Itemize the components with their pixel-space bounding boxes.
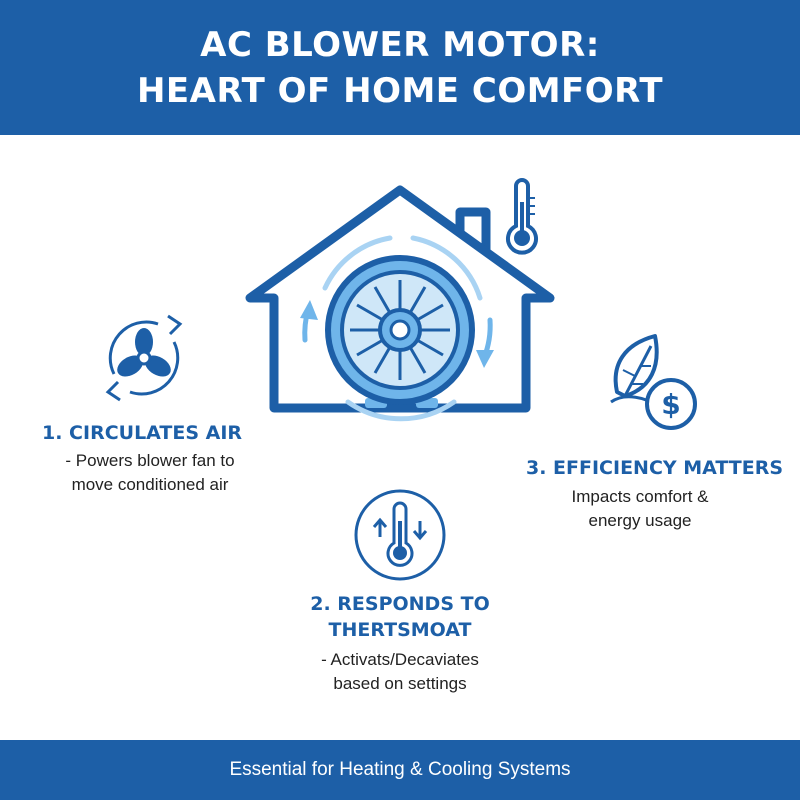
feature-2-heading-line-2: THERTSMOAT: [328, 619, 472, 641]
page-title-line-2: HEART OF HOME COMFORT: [136, 70, 664, 111]
feature-1-heading: 1. CIRCULATES AIR: [42, 422, 243, 444]
feature-2-desc-line-2: based on settings: [333, 674, 467, 693]
header-banner: AC BLOWER MOTOR: HEART OF HOME COMFORT: [0, 0, 800, 135]
thermometer-icon: [506, 178, 538, 255]
leaf-dollar-icon: $: [610, 334, 697, 430]
feature-1-desc-line-2: move conditioned air: [71, 475, 229, 494]
svg-text:$: $: [661, 388, 680, 421]
feature-2-heading: 2. RESPONDS TO THERTSMOAT: [280, 591, 520, 643]
feature-3-desc-line-1: Impacts comfort &: [571, 487, 709, 506]
feature-1-desc-line-1: - Powers blower fan to: [65, 451, 235, 470]
fan-icon: [105, 314, 183, 402]
feature-3-heading: 3. EFFICIENCY MATTERS: [526, 457, 784, 479]
feature-3-description: Impacts comfort & energy usage: [530, 485, 750, 533]
feature-3-desc-line-2: energy usage: [588, 511, 692, 530]
feature-2-desc-line-1: - Activats/Decaviates: [321, 650, 479, 669]
thermostat-icon: [354, 489, 446, 581]
feature-2-heading-line-1: 2. RESPONDS TO: [310, 593, 490, 615]
feature-2-description: - Activats/Decaviates based on settings: [270, 648, 530, 696]
page-title-line-1: AC BLOWER MOTOR:: [200, 24, 600, 65]
footer-text: Essential for Heating & Cooling Systems: [229, 759, 571, 780]
footer-banner: Essential for Heating & Cooling Systems: [0, 740, 800, 800]
house-blower-icon: [245, 185, 555, 422]
feature-1-description: - Powers blower fan to move conditioned …: [30, 449, 270, 497]
